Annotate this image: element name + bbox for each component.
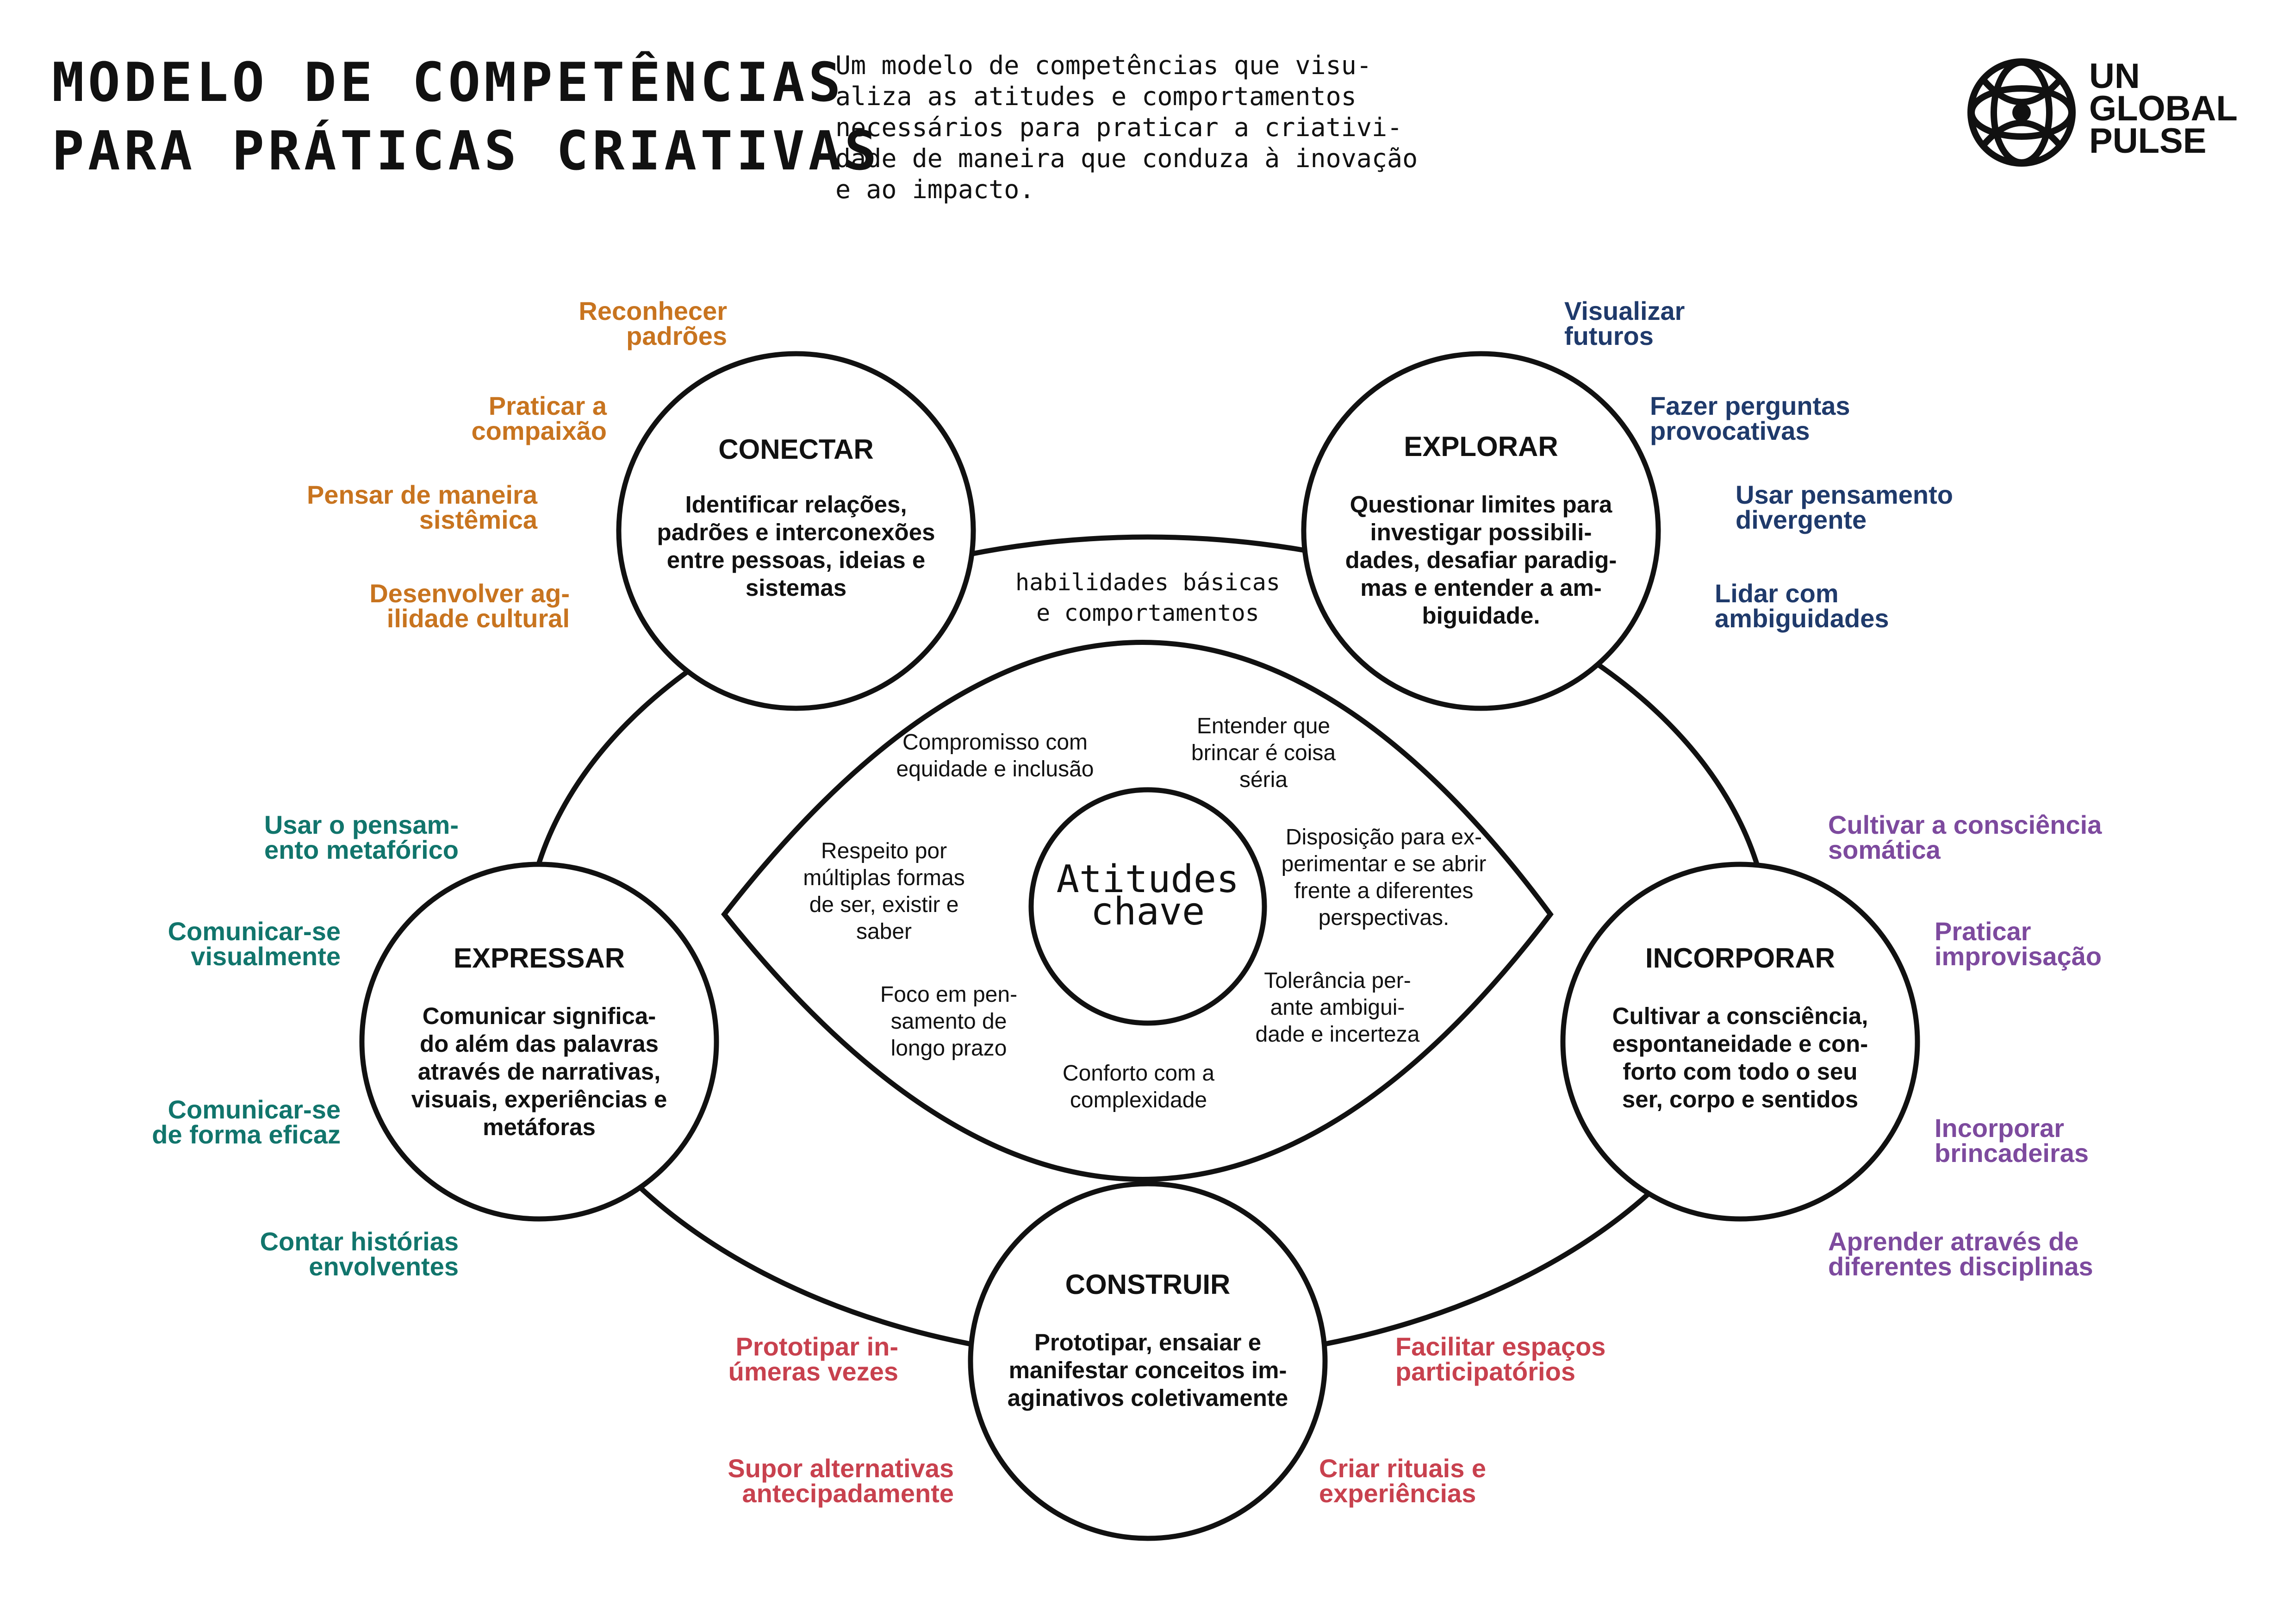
skill-conectar: Reconhecer padrões [579, 296, 727, 350]
competency-title-conectar: CONECTAR [718, 434, 874, 465]
globe-sphere-icon [1967, 58, 2076, 167]
intro-line: dade de maneira que conduza à inovação [835, 144, 1418, 173]
circle-explorar [1301, 351, 1661, 711]
circle-expressar [359, 862, 719, 1222]
intro-line: aliza as atitudes e comportamentos [835, 81, 1356, 111]
skill-construir: Prototipar in- úmeras vezes [728, 1332, 898, 1386]
core-circle [1028, 787, 1267, 1026]
logo-wordmark: UN GLOBAL PULSE [2089, 56, 2238, 161]
ring-label-line: e comportamentos [1036, 600, 1259, 626]
attitude-item: Tolerância per- ante ambigui- dade e inc… [1255, 968, 1420, 1047]
intro-line: necessários para praticar a criativi- [835, 112, 1403, 142]
core-line: Atitudes [1056, 857, 1239, 901]
intro-line: e ao impacto. [835, 175, 1035, 204]
attitude-item: Entender que brincar é coisa séria [1191, 714, 1336, 792]
core-label: Atitudes chave [1018, 857, 1277, 934]
skill-incorporar: Praticar improvisação [1935, 917, 2102, 971]
competency-title-incorporar: INCORPORAR [1645, 943, 1835, 974]
competency-title-expressar: EXPRESSAR [453, 943, 625, 974]
skill-explorar: Usar pensamento divergente [1736, 480, 1953, 534]
skill-explorar: Lidar com ambiguidades [1715, 579, 1889, 633]
skill-construir: Facilitar espaços participatórios [1395, 1332, 1606, 1386]
skill-expressar: Usar o pensam- ento metafórico [264, 810, 459, 864]
competency-description-construir: Prototipar, ensaiar e manifestar conceit… [1007, 1329, 1288, 1411]
circle-incorporar [1560, 862, 1920, 1222]
page-title: MODELO DE COMPETÊNCIAS PARA PRÁTICAS CRI… [52, 49, 880, 186]
skill-expressar: Comunicar-se visualmente [168, 917, 341, 971]
ring-label-line: habilidades básicas [1015, 569, 1280, 596]
skill-conectar: Pensar de maneira sistêmica [306, 480, 537, 534]
attitude-item: Disposição para ex- perimentar e se abri… [1281, 825, 1487, 930]
skill-conectar: Desenvolver ag- ilidade cultural [369, 579, 570, 633]
skill-construir: Supor alternativas antecipadamente [728, 1454, 954, 1508]
competency-description-explorar: Questionar limites para investigar possi… [1345, 491, 1617, 629]
logo-line: GLOBAL [2089, 89, 2238, 128]
skill-construir: Criar rituais e experiências [1319, 1454, 1487, 1508]
skill-expressar: Comunicar-se de forma eficaz [152, 1095, 341, 1149]
attitude-item: Respeito por múltiplas formas de ser, ex… [803, 839, 965, 944]
attitude-item: Conforto com a complexidade [1062, 1061, 1215, 1112]
competency-description-incorporar: Cultivar a consciência, espontaneidade e… [1612, 1003, 1868, 1112]
skill-incorporar: Aprender através de diferentes disciplin… [1828, 1227, 2093, 1281]
logo-line: PULSE [2089, 121, 2207, 161]
intro-line: Um modelo de competências que visu- [835, 50, 1372, 80]
circle-construir [968, 1181, 1328, 1541]
competency-description-conectar: Identificar relações, padrões e intercon… [657, 491, 935, 601]
intro-text: Um modelo de competências que visu- aliz… [835, 50, 1557, 205]
attitude-item: Foco em pen- samento de longo prazo [880, 982, 1018, 1061]
title-line: MODELO DE COMPETÊNCIAS [52, 51, 845, 114]
core-line: chave [1090, 890, 1205, 934]
skill-expressar: Contar histórias envolventes [260, 1227, 459, 1281]
skill-incorporar: Incorporar brincadeiras [1935, 1113, 2089, 1168]
competency-title-construir: CONSTRUIR [1065, 1269, 1231, 1300]
un-global-pulse-logo: UN GLOBAL PULSE [1961, 55, 2258, 170]
title-line: PARA PRÁTICAS CRIATIVAS [52, 120, 881, 182]
skill-explorar: Fazer perguntas provocativas [1650, 391, 1850, 445]
skill-explorar: Visualizar futuros [1564, 296, 1685, 350]
competency-description-expressar: Comunicar significa- do além das palavra… [411, 1003, 667, 1140]
ring-label: habilidades básicas e comportamentos [940, 567, 1356, 628]
attitude-item: Compromisso com equidade e inclusão [896, 730, 1094, 781]
skill-conectar: Praticar a compaixão [471, 391, 607, 445]
skill-incorporar: Cultivar a consciência somática [1828, 810, 2102, 864]
circle-conectar [616, 351, 976, 711]
logo-line: UN [2089, 56, 2140, 96]
competency-title-explorar: EXPLORAR [1404, 431, 1558, 462]
